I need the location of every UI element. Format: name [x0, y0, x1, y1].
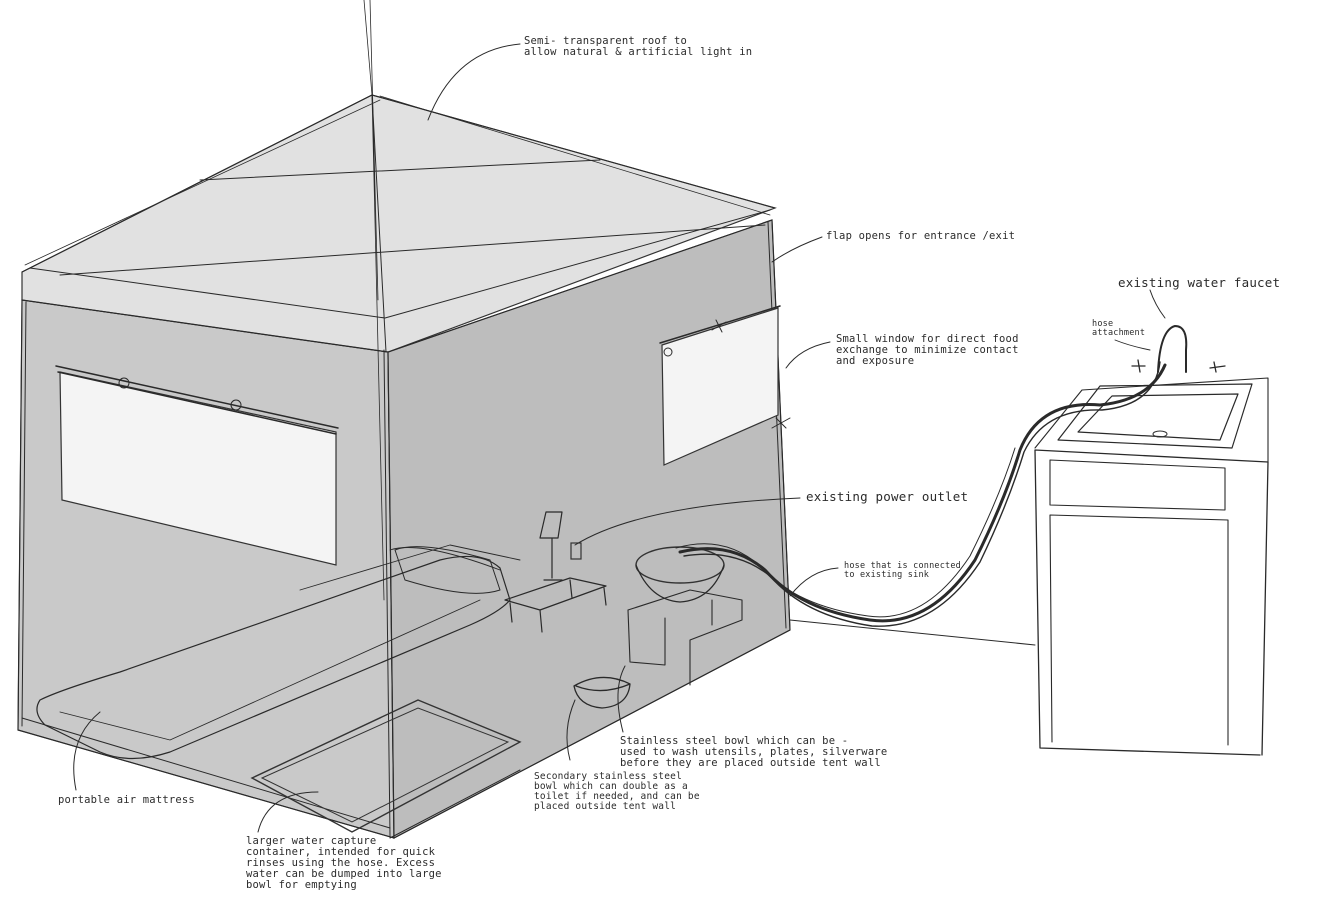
- lamp: [539, 511, 563, 581]
- power-outlet: [570, 542, 582, 560]
- annotation-outlet: existing power outlet: [806, 489, 969, 504]
- annotation-window: Small window for direct food exchange to…: [836, 333, 1019, 367]
- annotation-roof: Semi- transparent roof to allow natural …: [524, 35, 753, 58]
- side-table: [504, 577, 607, 633]
- annotation-faucet: existing water faucet: [1118, 275, 1281, 290]
- annotation-water-capture: larger water capture container, intended…: [246, 835, 442, 891]
- hose: [678, 363, 1167, 623]
- water-capture-container: [250, 699, 522, 833]
- right-window: [661, 307, 779, 466]
- annotation-mattress: portable air mattress: [58, 794, 195, 806]
- sink-cabinet: [1034, 325, 1269, 756]
- bowl-stand: [627, 589, 743, 686]
- annotation-secondary-bowl: Secondary stainless steel bowl which can…: [534, 771, 700, 812]
- annotation-hose-attachment: hose attachment: [1092, 319, 1146, 338]
- annotation-flap: flap opens for entrance /exit: [826, 230, 1016, 242]
- air-mattress: [36, 555, 511, 760]
- secondary-bowl: [573, 676, 631, 709]
- annotation-hose: hose that is connected to existing sink: [844, 561, 961, 580]
- left-window: [59, 371, 337, 566]
- annotation-steel-bowl: Stainless steel bowl which can be - used…: [620, 735, 888, 769]
